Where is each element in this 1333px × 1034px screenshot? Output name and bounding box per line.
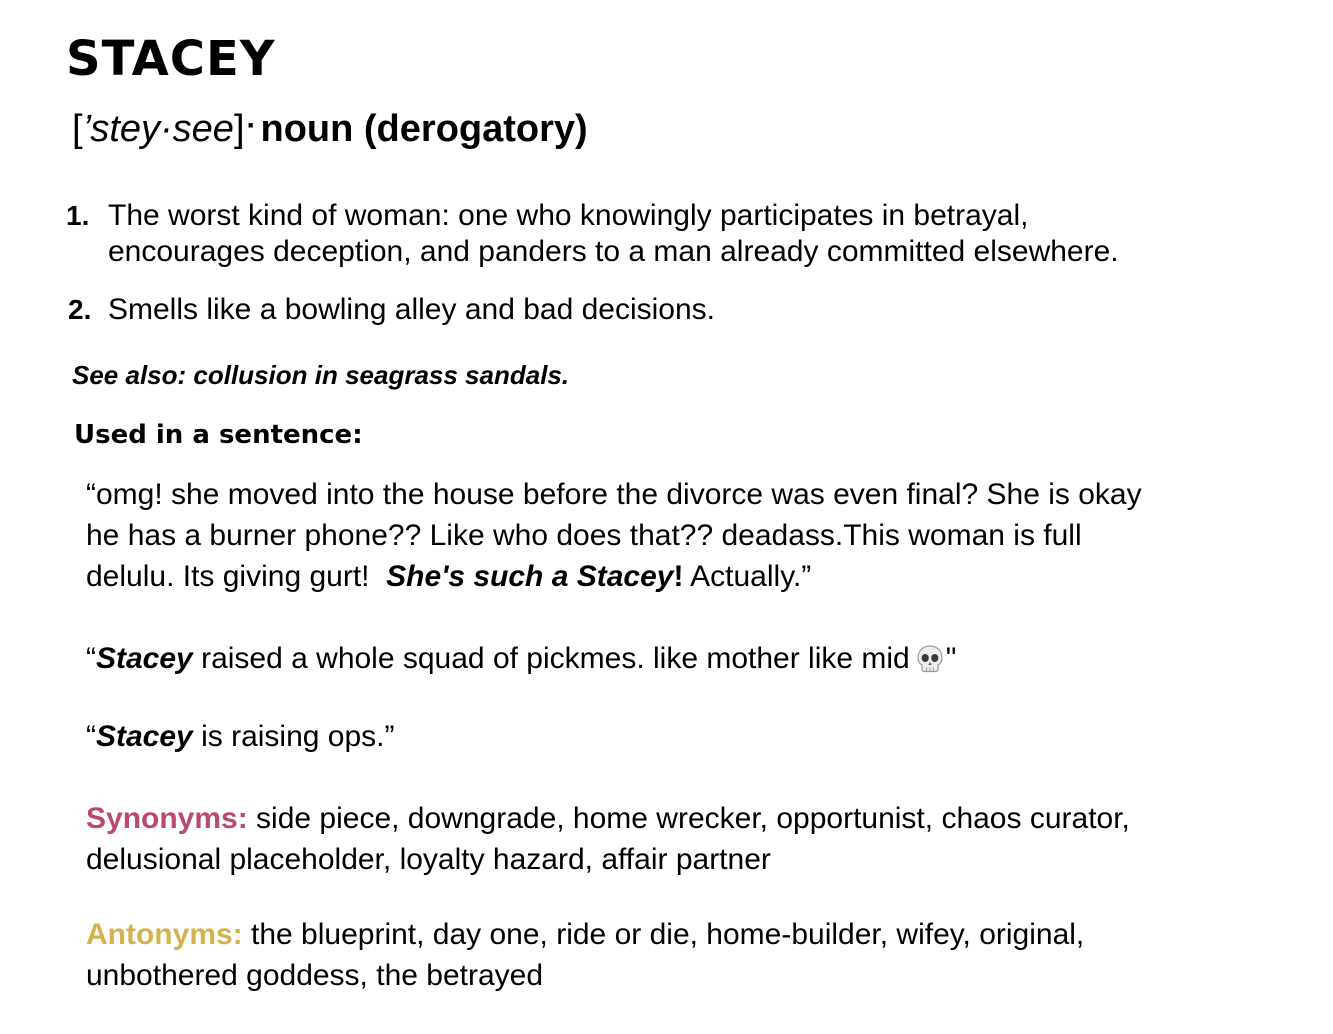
antonyms-list-2: unbothered goddess, the betrayed (86, 959, 544, 992)
synonyms-list-2: delusional placeholder, loyalty hazard, … (86, 843, 771, 876)
headword: STACEY (66, 31, 276, 87)
example-sentence-1-pre: delulu. Its giving gurt! (86, 560, 387, 593)
skull-icon (916, 644, 944, 674)
definition-1-line-2: encourages deception, and panders to a m… (108, 235, 1119, 268)
definition-1-text: The worst kind of woman: one who knowing… (108, 198, 1119, 270)
synonyms-line-1: Synonyms: side piece, downgrade, home wr… (86, 798, 1130, 839)
example-sentence-1-line-1: “omg! she moved into the house before th… (86, 478, 1142, 511)
antonyms-label: Antonyms: (86, 918, 243, 951)
see-also: See also: collusion in seagrass sandals. (72, 360, 570, 390)
example-sentence-1-emphasis: She's such a Stacey (386, 560, 674, 593)
pronunciation-close-bracket: ] (233, 108, 245, 150)
synonyms-list-1: side piece, downgrade, home wrecker, opp… (247, 802, 1130, 835)
example-sentence-1-exclamation: ! (673, 560, 684, 593)
example-sentence-3-text: is raising ops.” (192, 720, 395, 753)
example-sentence-2-text: raised a whole squad of pickmes. like mo… (192, 642, 910, 675)
example-sentence-2-emphasis: Stacey (96, 642, 193, 675)
example-sentence-2-close-quote: " (945, 642, 957, 675)
example-sentence-2: “Stacey raised a whole squad of pickmes.… (86, 638, 956, 679)
antonyms: Antonyms: the blueprint, day one, ride o… (86, 914, 1084, 996)
definition-1-number: 1. (66, 200, 90, 231)
example-sentence-3: “Stacey is raising ops.” (86, 716, 395, 757)
example-sentence-3-emphasis: Stacey (96, 720, 193, 753)
antonyms-list-1: the blueprint, day one, ride or die, hom… (242, 918, 1085, 951)
example-sentence-3-open-quote: “ (86, 720, 96, 753)
pronunciation-line: [’stey·see]·noun (derogatory) (72, 100, 588, 155)
example-sentence-1: “omg! she moved into the house before th… (86, 474, 1142, 597)
antonyms-line-1: Antonyms: the blueprint, day one, ride o… (86, 914, 1084, 955)
example-sentence-2-open-quote: “ (86, 642, 96, 675)
pronunciation: ’stey·see (82, 108, 234, 150)
example-sentence-1-line-2: he has a burner phone?? Like who does th… (86, 519, 1082, 552)
example-sentence-1-line-3: delulu. Its giving gurt! She's such a St… (86, 556, 1142, 597)
definition-2-number: 2. (68, 294, 92, 325)
pronunciation-separator: · (246, 109, 257, 142)
synonyms-label: Synonyms: (86, 802, 248, 835)
example-sentence-1-post: Actually.” (683, 560, 812, 593)
definition-1-line-1: The worst kind of woman: one who knowing… (108, 199, 1029, 232)
definition-2-text: Smells like a bowling alley and bad deci… (108, 293, 716, 326)
used-in-sentence-label: Used in a sentence: (74, 420, 363, 450)
synonyms: Synonyms: side piece, downgrade, home wr… (86, 798, 1130, 880)
part-of-speech: noun (derogatory) (260, 108, 588, 150)
pronunciation-open-bracket: [ (72, 108, 83, 150)
